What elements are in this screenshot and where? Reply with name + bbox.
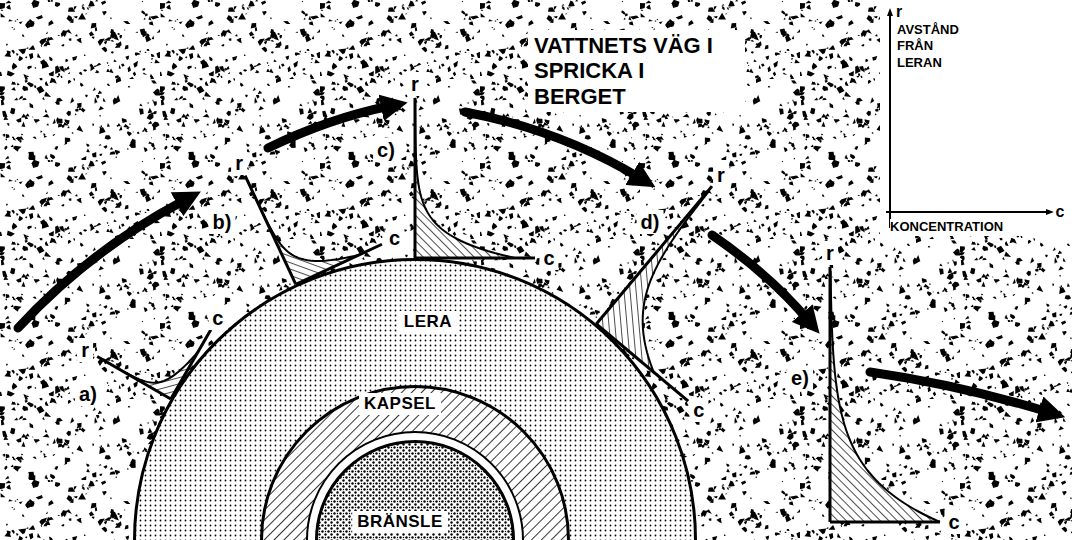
flow-arrow [712,235,808,320]
axis-label: r [231,151,247,175]
canister: KAPSEL BRÄNSLE [260,385,570,540]
part-name: LERA [399,311,457,333]
part-name: BRÄNSLE [352,511,448,533]
axis-label: r [77,338,93,362]
axis-key-text: KONCENTRATION [890,219,1003,235]
axis-label: b) [209,210,236,234]
fuel-shape [317,442,514,540]
axis-key-text: r [894,2,904,22]
axis-label: c [944,510,963,534]
profile-ground [830,271,940,522]
r-axis [829,267,832,522]
flow-arrow [268,106,390,148]
flow-arrow [18,200,185,328]
axis-label: e) [787,366,813,390]
axis-label: r [407,72,423,96]
flow-arrow [870,372,1048,412]
canister-shape [262,387,569,540]
r-axis [97,357,171,400]
profile-curve [415,103,515,258]
axis-key-text: AVSTÅND FRÅN LERAN [897,22,975,71]
fuel: BRÄNSLE [315,440,515,540]
axis-key-text: c [1054,202,1067,222]
axis-label: d) [637,210,664,234]
axis-label: c [385,226,404,250]
title: VATTNETS VÄG I SPRICKA I BERGET [528,30,745,112]
profile [830,267,940,522]
flow-arrow [465,112,640,178]
axis-c [886,211,1050,213]
canister-inner-wall [307,432,523,540]
axis-label: r [713,163,729,187]
profile [245,135,382,284]
axis-label: c [208,306,227,330]
r-axis [414,98,417,258]
axis-label: c [539,246,558,270]
axis-label: c) [373,138,399,162]
clay-buffer-shape [135,260,696,540]
profile-ground [415,102,515,258]
part-name: KAPSEL [359,393,441,415]
axis-label: a) [75,382,101,406]
profile-area [415,102,515,258]
r-axis [596,186,712,324]
c-axis [830,521,940,524]
profile-curve [831,271,940,522]
axis-label: c [689,398,708,422]
r-axis [245,176,296,285]
profile-area [830,271,940,522]
axis-r [889,12,891,228]
axis-label: r [822,241,838,265]
clay-buffer: LERA KAPSEL BRÄNSLE [133,258,697,540]
axes-key-panel [880,0,1072,236]
